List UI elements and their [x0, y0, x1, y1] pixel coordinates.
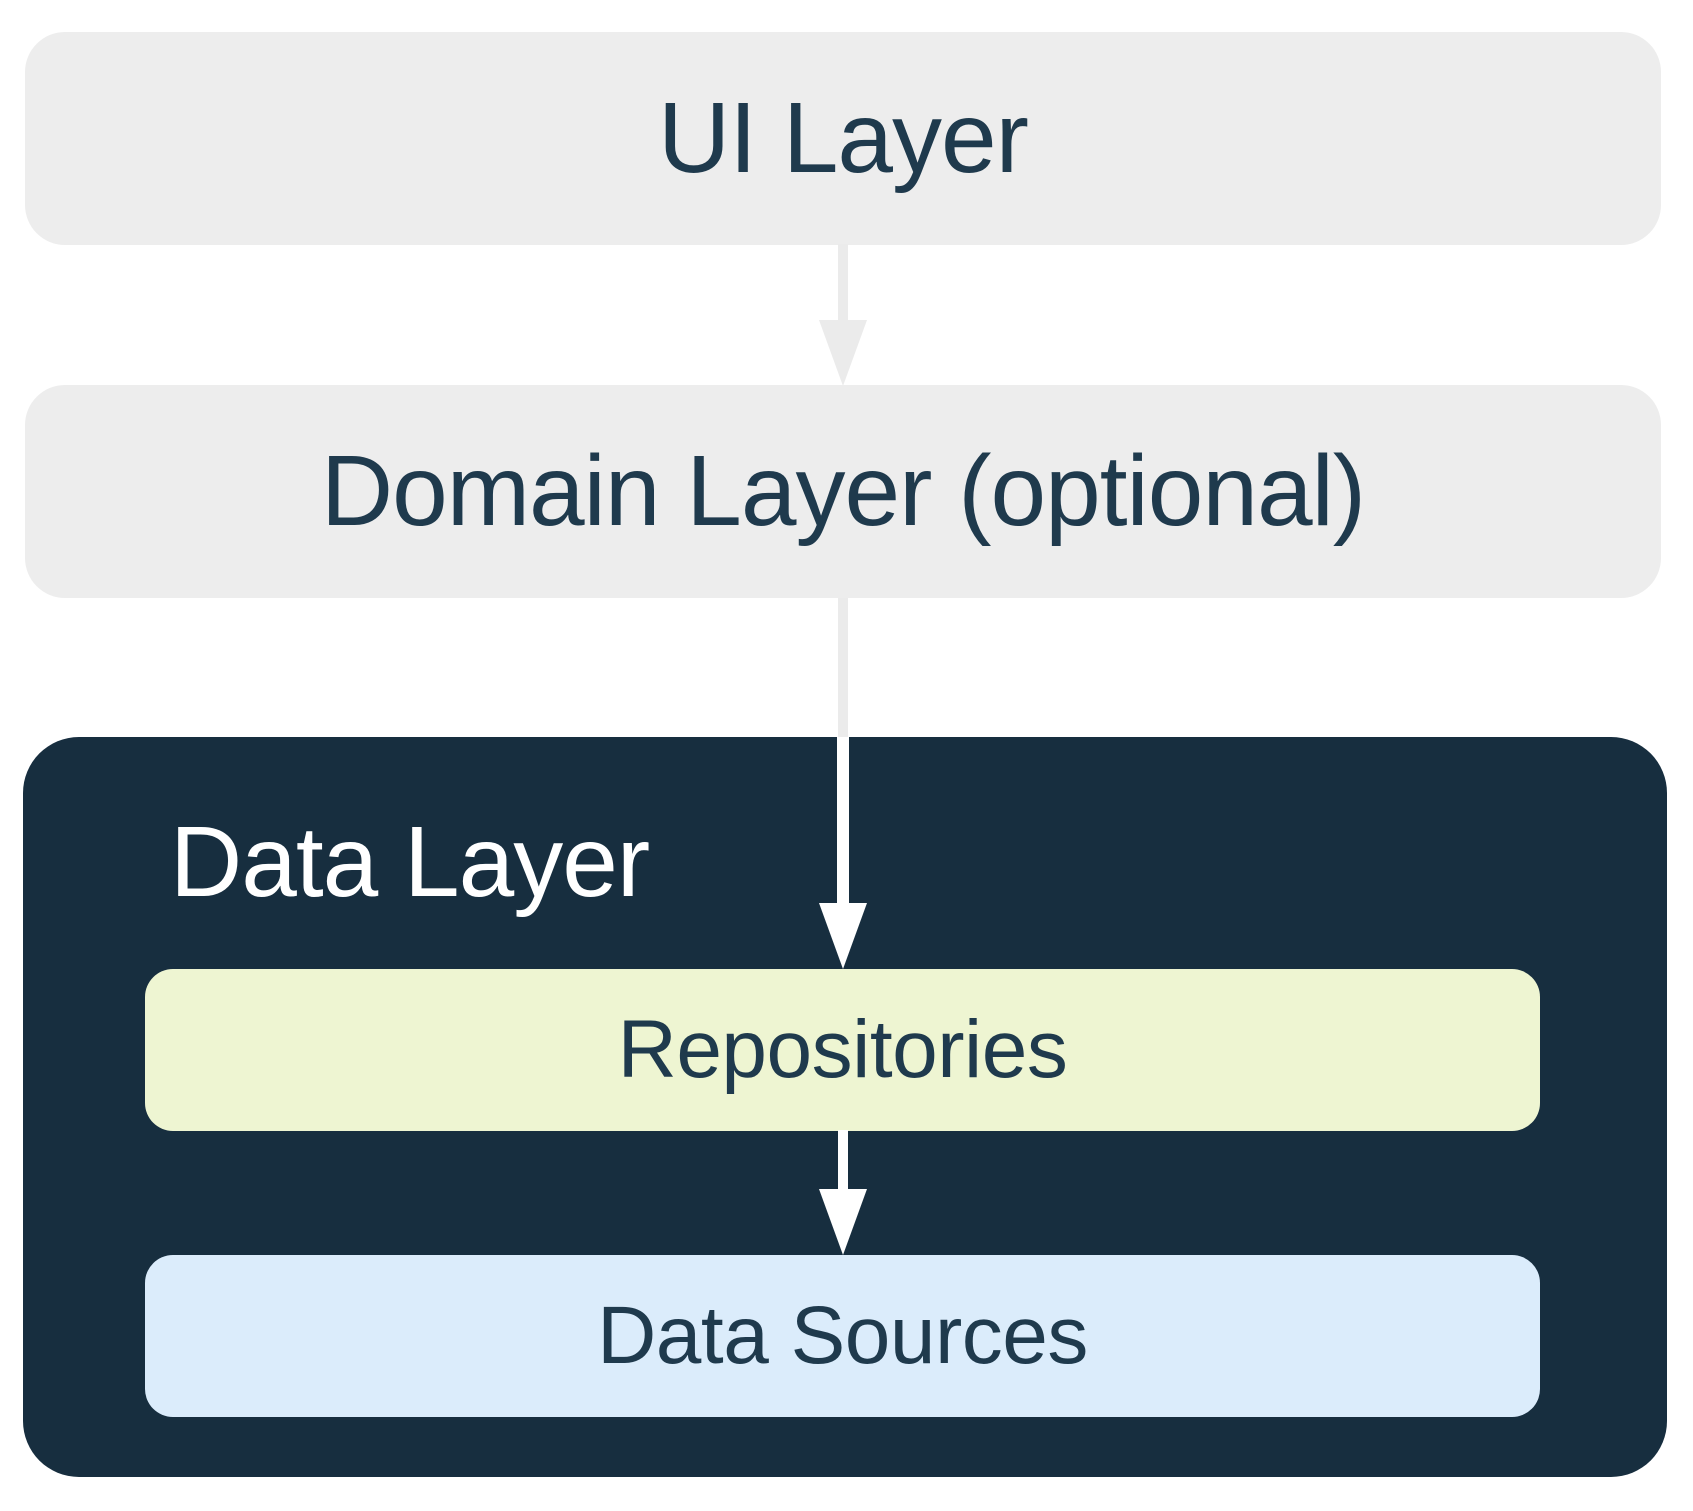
data-sources-label: Data Sources	[597, 1290, 1088, 1381]
repositories-label: Repositories	[617, 1004, 1068, 1095]
repositories-to-datasources-arrow-icon	[819, 1130, 867, 1255]
domain-layer-box: Domain Layer (optional)	[25, 385, 1661, 598]
data-layer-label: Data Layer	[170, 806, 650, 918]
repositories-box: Repositories	[145, 969, 1540, 1131]
ui-layer-box: UI Layer	[25, 32, 1661, 245]
domain-to-repositories-arrow-icon	[819, 598, 867, 969]
domain-layer-label: Domain Layer (optional)	[320, 435, 1366, 547]
ui-layer-label: UI Layer	[658, 82, 1029, 194]
ui-to-domain-arrow-icon	[819, 244, 867, 386]
data-sources-box: Data Sources	[145, 1255, 1540, 1417]
